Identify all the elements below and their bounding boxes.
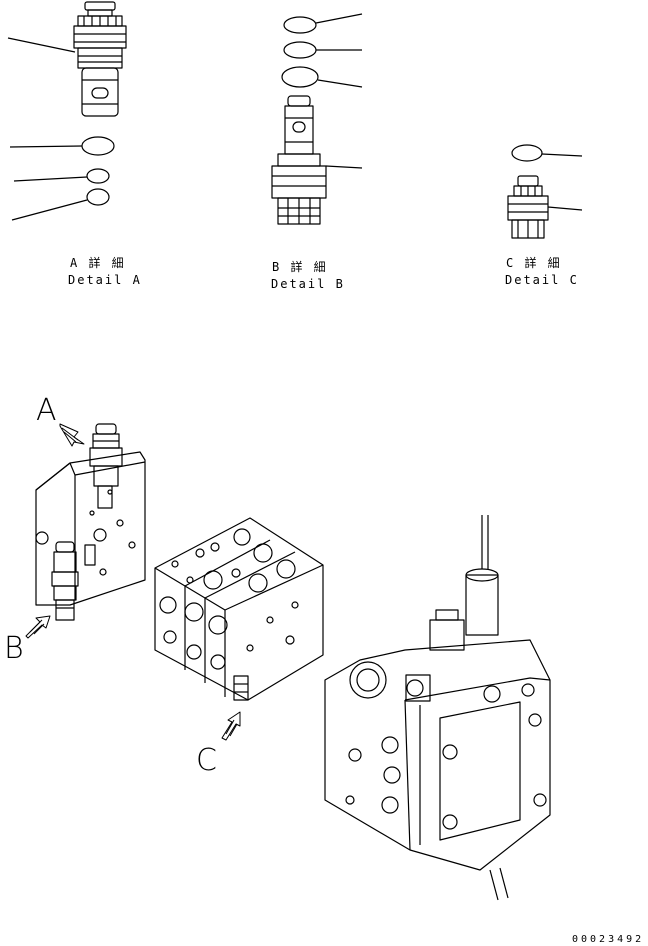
valve-assembly-large: [324, 515, 551, 901]
arrow-c: [221, 711, 241, 741]
detail-b-o-ring-1: [283, 16, 317, 34]
detail-b-label-en: Detail B: [271, 277, 345, 291]
arrow-a: [59, 423, 85, 447]
arrow-a-label: A: [36, 393, 57, 428]
arrow-b-label: B: [4, 631, 24, 666]
detail-c-o-ring: [511, 144, 543, 162]
detail-a-o-ring-3: [86, 188, 110, 206]
detail-a-o-ring-1: [81, 136, 115, 156]
detail-c-label-en: Detail C: [505, 273, 579, 287]
detail-b-o-ring-2: [283, 41, 317, 59]
arrow-c-label: C: [196, 743, 217, 778]
cartridge-valve-a: [89, 423, 123, 509]
arrow-b: [25, 615, 51, 639]
cartridge-valve-b: [51, 541, 79, 621]
detail-a-label-en: Detail A: [68, 273, 142, 287]
detail-b-leader-lines: [315, 13, 363, 169]
detail-a-leader-lines: [7, 37, 88, 221]
valve-block-three-section: [154, 517, 324, 701]
detail-a-valve: [73, 1, 127, 117]
detail-b-label-jp: B 詳 細: [272, 260, 328, 274]
drawing-number: 00023492: [572, 934, 645, 945]
detail-c-leader-lines: [541, 153, 583, 211]
detail-a-o-ring-2: [86, 168, 110, 184]
detail-a-label-jp: A 詳 細: [70, 256, 126, 270]
detail-b-valve: [271, 95, 327, 225]
detail-b-o-ring-3: [281, 66, 319, 88]
detail-c-plug: [507, 175, 549, 239]
detail-c-label-jp: C 詳 細: [506, 256, 562, 270]
